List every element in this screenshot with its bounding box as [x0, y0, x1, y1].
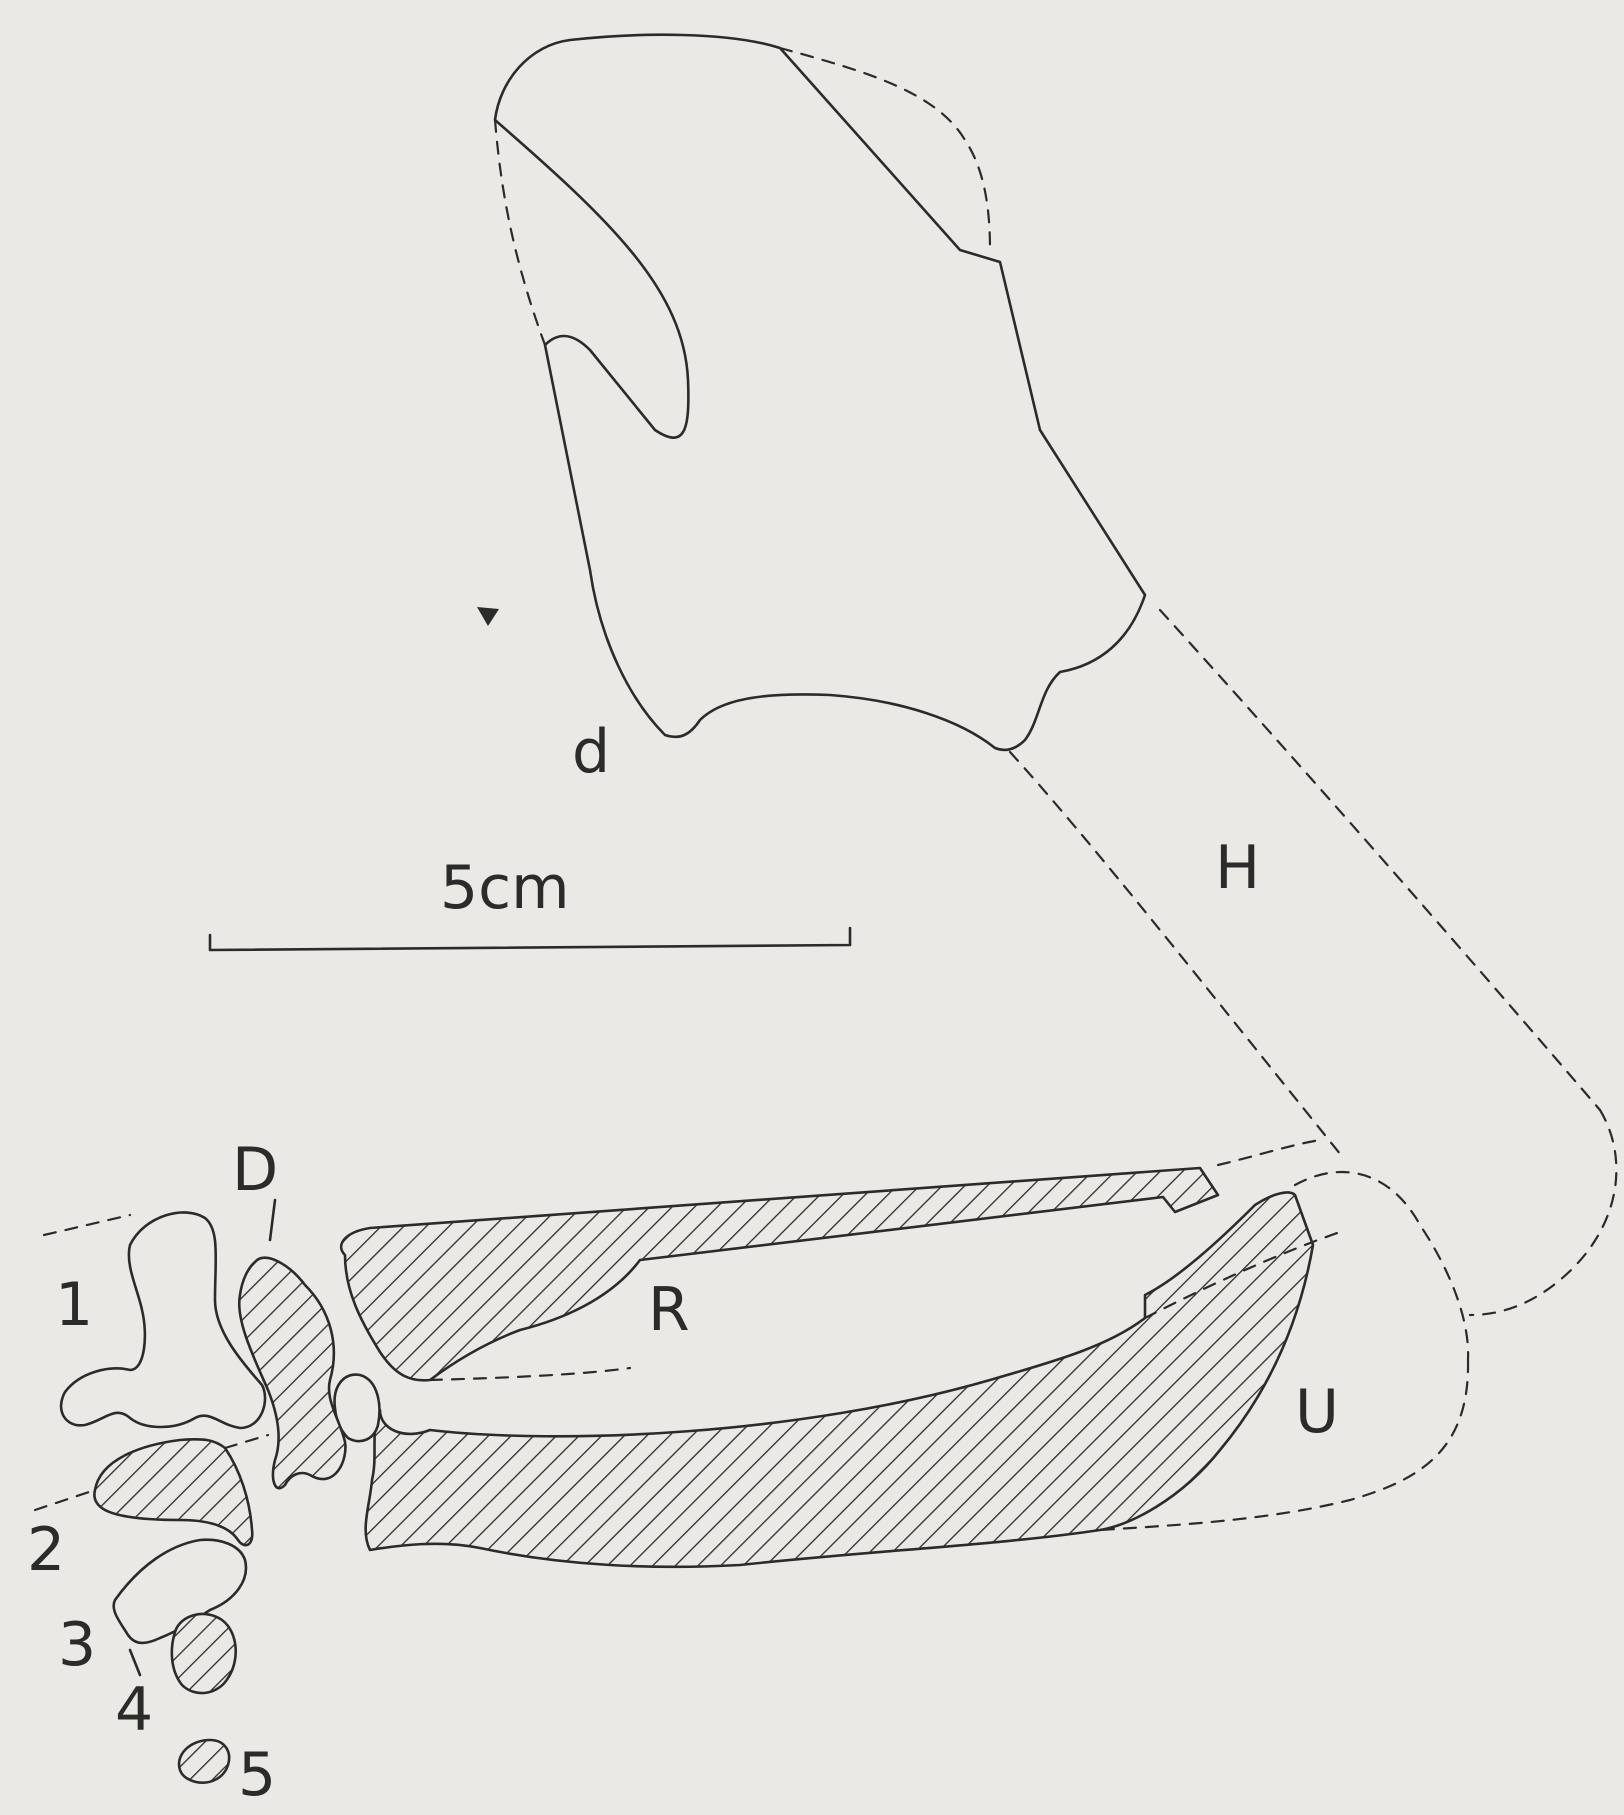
label-carpal-2: 2 [27, 1515, 65, 1585]
scale-bar [210, 928, 850, 950]
label-carpal-5: 5 [238, 1740, 276, 1810]
carpal-5 [179, 1740, 229, 1783]
label-humerus: H [1215, 833, 1260, 903]
label-distal-element: D [232, 1135, 278, 1205]
humerus-bone [477, 35, 1616, 1315]
label-radius: R [648, 1275, 690, 1345]
label-carpal-4: 4 [115, 1675, 153, 1745]
label-humerus-distal: d [572, 717, 610, 787]
label-carpal-1: 1 [55, 1270, 93, 1340]
label-ulna: U [1295, 1377, 1339, 1447]
carpal-2 [35, 1435, 268, 1545]
label-carpal-3: 3 [58, 1610, 96, 1680]
pointer-mark [477, 607, 499, 626]
element-d [239, 1200, 345, 1488]
label-scale-bar: 5cm [440, 853, 570, 923]
